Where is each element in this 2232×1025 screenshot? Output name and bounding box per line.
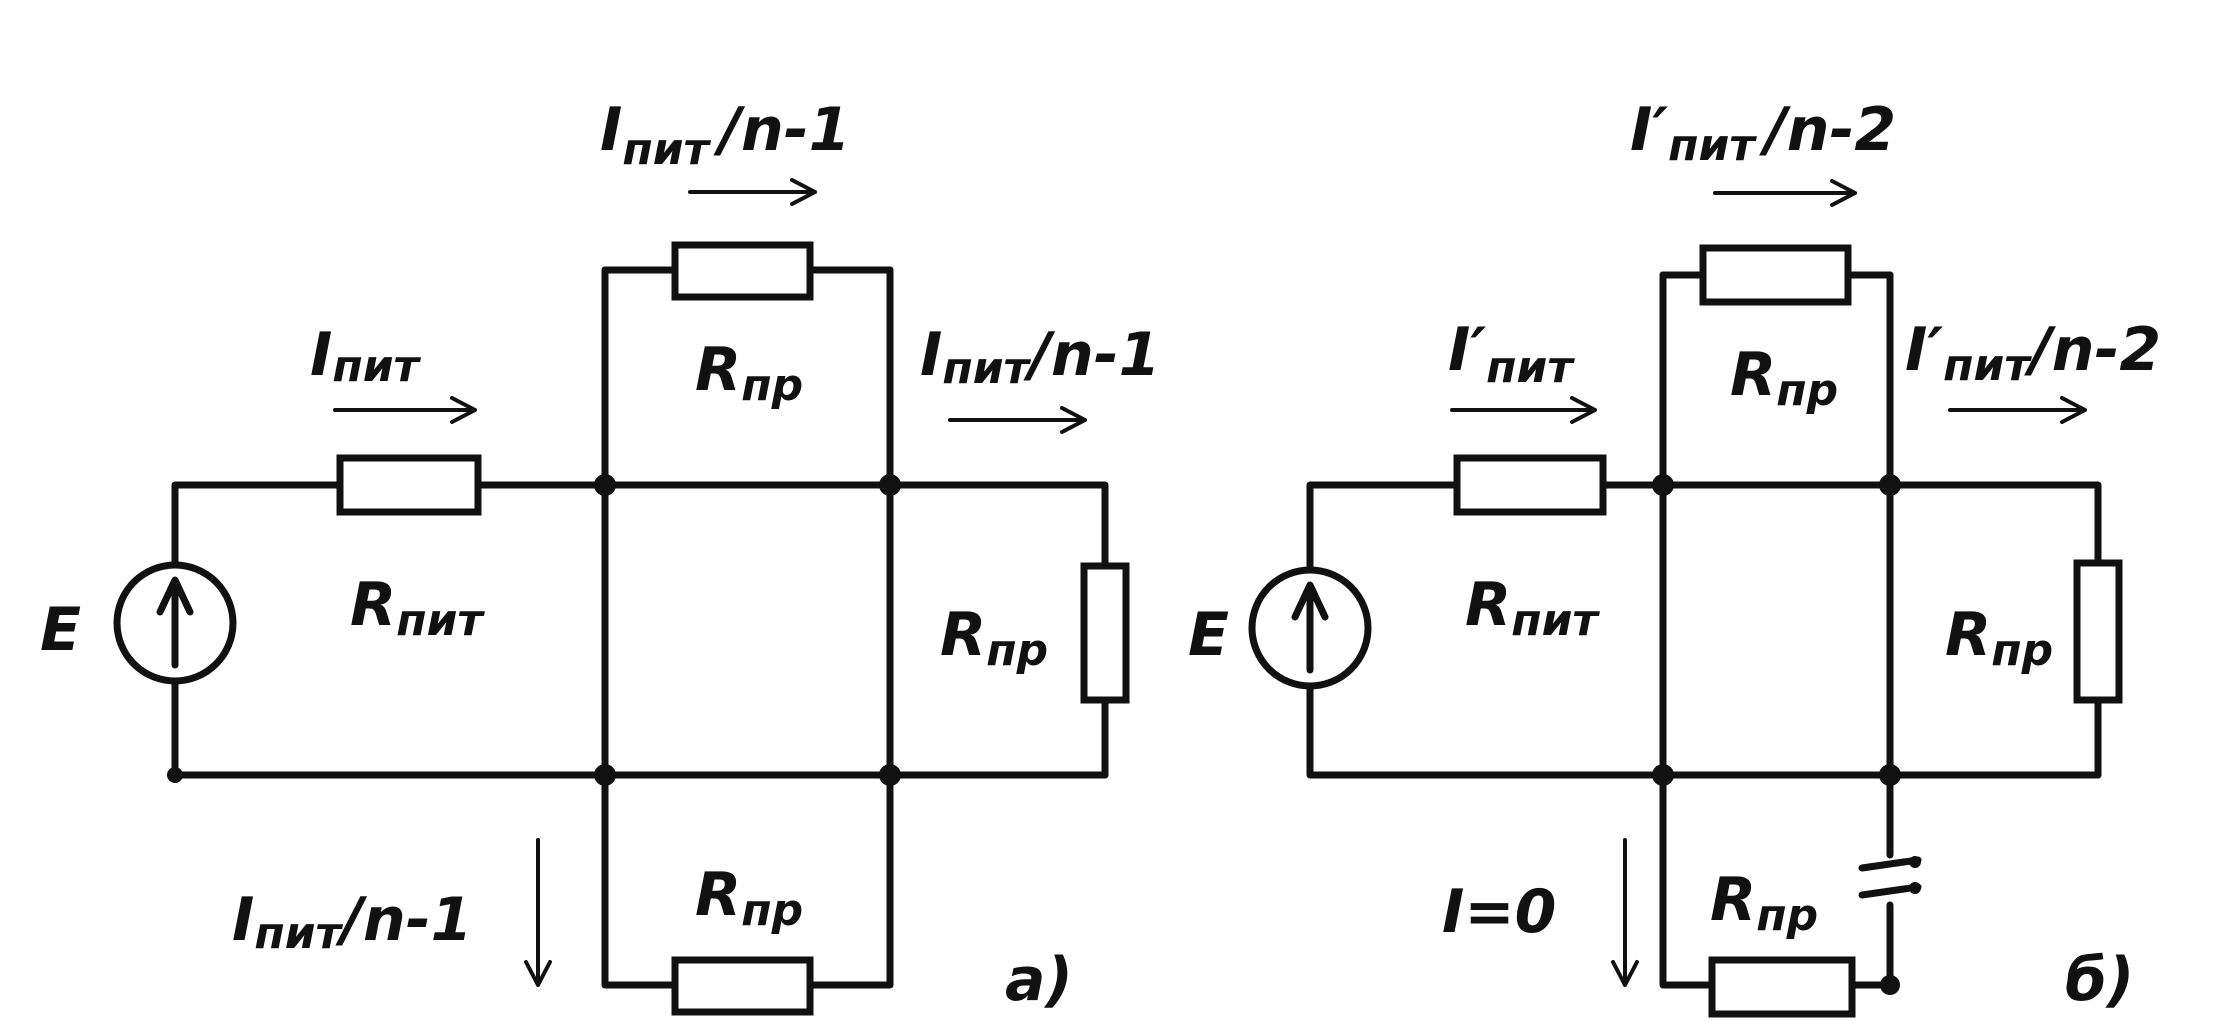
- b-node: [1652, 474, 1674, 496]
- a-resistor-top: [671, 241, 814, 301]
- a-label-right-current: Iпит/n-1: [920, 320, 1160, 394]
- b-resistor-right: [2073, 559, 2123, 704]
- a-node: [879, 764, 901, 786]
- a-wire-middle-bus: [601, 481, 1109, 570]
- b-node: [1879, 474, 1901, 496]
- b-wire-middle-bus: [1659, 481, 2102, 567]
- a-label-bottom-current: Iпит/n-1: [232, 885, 472, 959]
- b-label-r-top: Rпр: [1730, 340, 1838, 416]
- a-wire-source-bottom: [171, 676, 1109, 779]
- a-source-arrow-icon: [156, 576, 194, 669]
- b-switch-contact: [1909, 856, 1921, 868]
- b-label-left-current: I′пит: [1448, 315, 1575, 393]
- a-node: [879, 474, 901, 496]
- b-label-r-right: Rпр: [1945, 600, 2053, 676]
- b-label-r-supply: Rпит: [1465, 570, 1600, 646]
- a-panel-label: а): [1005, 945, 1073, 1015]
- b-arrow-top: [1713, 179, 1857, 207]
- a-node: [594, 474, 616, 496]
- b-switch-contact: [1909, 882, 1921, 894]
- panel-a: Iпит/n-1 Iпит Iпит/n-1 Iпит/n-1 Rпит Rпр…: [40, 95, 1160, 1016]
- a-arrow-right: [948, 406, 1087, 434]
- b-wire-source-bottom: [1306, 681, 2102, 779]
- a-arrow-down: [524, 838, 552, 987]
- a-label-r-top: Rпр: [695, 335, 803, 411]
- a-wire-source-top: [171, 481, 344, 569]
- b-label-r-bottom: Rпр: [1710, 865, 1818, 941]
- a-label-left-current: Iпит: [310, 320, 422, 392]
- a-label-r-supply: Rпит: [350, 570, 485, 646]
- a-arrow-top: [688, 178, 817, 206]
- b-open-switch-icon: [1858, 856, 1922, 899]
- b-node: [1652, 764, 1674, 786]
- b-wire-mid-lower: [1848, 901, 1894, 989]
- a-arrow-left: [333, 396, 477, 424]
- b-resistor-supply: [1453, 454, 1607, 516]
- a-label-source: E: [40, 595, 81, 665]
- a-resistor-right: [1080, 562, 1130, 704]
- b-node: [1880, 975, 1900, 995]
- b-label-source: E: [1188, 600, 1229, 670]
- b-label-right-current: I′пит/n-2: [1905, 315, 2161, 391]
- b-source-arrow-icon: [1291, 581, 1329, 674]
- b-arrow-left: [1450, 396, 1597, 424]
- b-arrow-down: [1611, 838, 1639, 987]
- a-wire-mid-vertical: [806, 266, 894, 989]
- b-arrow-right: [1948, 396, 2087, 424]
- a-node: [594, 764, 616, 786]
- a-resistor-supply: [336, 454, 482, 516]
- b-resistor-bottom: [1708, 956, 1856, 1018]
- a-label-top-current: Iпит/n-1: [600, 95, 850, 175]
- a-node: [167, 767, 183, 783]
- b-resistor-top: [1699, 244, 1852, 306]
- b-label-zero-current: I=0: [1442, 877, 1556, 947]
- a-label-r-bottom: Rпр: [695, 860, 803, 936]
- b-node: [1879, 764, 1901, 786]
- b-panel-label: б): [2065, 945, 2134, 1015]
- b-wire-source-top: [1306, 481, 1461, 574]
- a-wire-left-vertical: [601, 266, 679, 989]
- a-resistor-bottom: [671, 956, 814, 1016]
- a-label-r-right: Rпр: [940, 600, 1048, 676]
- b-wire-left-vertical: [1659, 271, 1716, 989]
- b-label-top-current: I′пит/n-2: [1630, 95, 1896, 171]
- panel-b: I′пит/n-2 I′пит I′пит/n-2 I=0 Rпит Rпр R…: [1188, 95, 2161, 1018]
